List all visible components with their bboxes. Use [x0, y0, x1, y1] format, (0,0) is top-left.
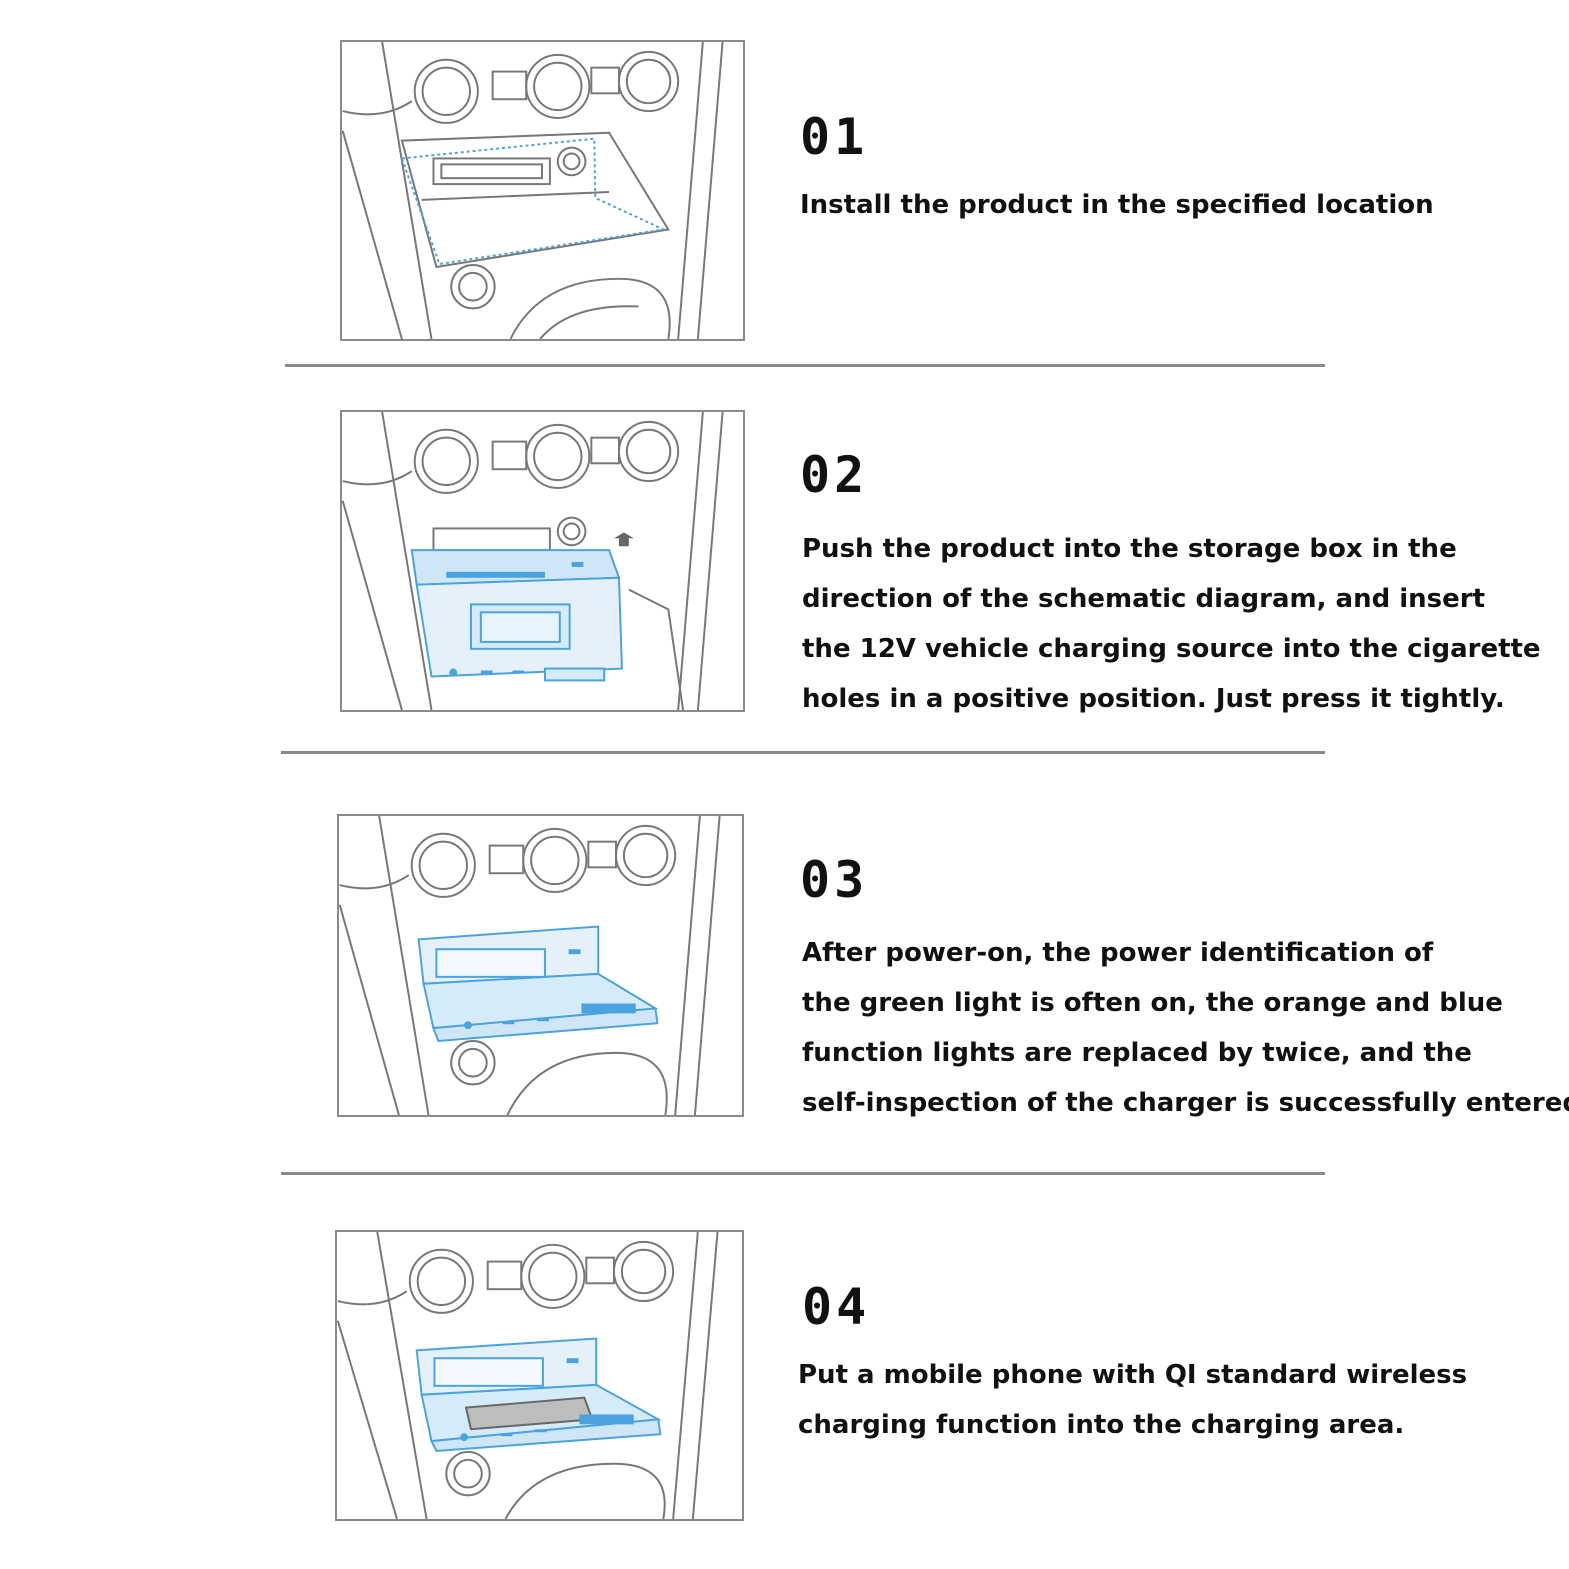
- divider-2: [281, 751, 1325, 754]
- step-04-number: 04: [802, 1278, 871, 1336]
- step-03-line-3: function lights are replaced by twice, a…: [802, 1038, 1472, 1068]
- step-01-number: 01: [800, 108, 869, 166]
- step-02-line-1: Push the product into the storage box in…: [802, 534, 1457, 564]
- divider-1: [285, 364, 1325, 367]
- step-03-line-4: self-inspection of the charger is succes…: [802, 1088, 1569, 1118]
- step-04-line-2: charging function into the charging area…: [798, 1410, 1405, 1440]
- car-console-drawing: [342, 412, 724, 710]
- step-01-line-1: Install the product in the specified loc…: [800, 190, 1434, 220]
- step-02-number: 02: [800, 446, 869, 504]
- step-03-line-1: After power-on, the power identification…: [802, 938, 1434, 968]
- step-04-description: Put a mobile phone with QI standard wire…: [798, 1350, 1467, 1450]
- step-02-description: Push the product into the storage box in…: [802, 524, 1541, 724]
- car-console-drawing: [339, 816, 721, 1115]
- arrow-icon: [614, 532, 634, 547]
- step-04-illustration: [335, 1230, 744, 1521]
- car-console-drawing: [337, 1232, 719, 1519]
- step-03-illustration: [337, 814, 744, 1117]
- car-console-drawing: [342, 42, 724, 339]
- step-04-line-1: Put a mobile phone with QI standard wire…: [798, 1360, 1468, 1390]
- step-01-illustration: [340, 40, 745, 341]
- step-01-description: Install the product in the specified loc…: [800, 180, 1434, 230]
- step-03-number: 03: [800, 851, 869, 909]
- step-02-illustration: [340, 410, 745, 712]
- divider-3: [281, 1172, 1325, 1175]
- step-02-line-2: direction of the schematic diagram, and …: [802, 584, 1486, 614]
- step-03-line-2: the green light is often on, the orange …: [802, 988, 1503, 1018]
- step-03-description: After power-on, the power identification…: [802, 928, 1569, 1128]
- step-02-line-3: the 12V vehicle charging source into the…: [802, 634, 1541, 664]
- step-02-line-4: holes in a positive position. Just press…: [802, 684, 1505, 714]
